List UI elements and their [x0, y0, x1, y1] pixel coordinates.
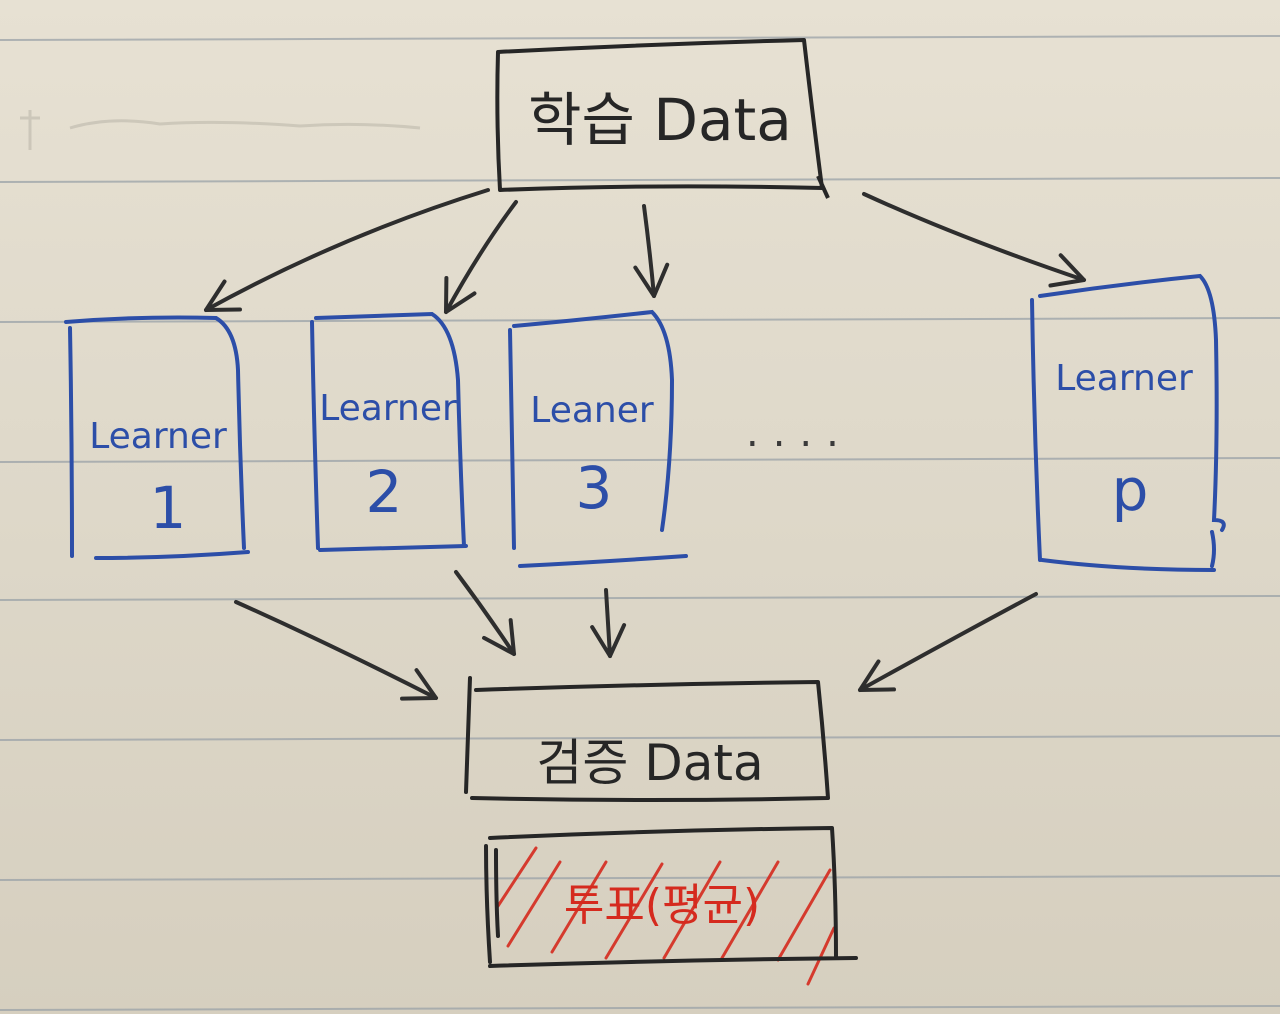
- arrow-from-learner-p: [858, 592, 1038, 692]
- arrow-to-learner-p: [862, 192, 1086, 288]
- learner-2-label: Learner: [319, 388, 457, 429]
- learner-3-index: 3: [576, 454, 613, 522]
- rule-line: [0, 875, 1280, 881]
- rule-line: [0, 35, 1280, 41]
- learner-3-label: Leaner: [530, 390, 654, 431]
- bleed-through-marks: [20, 110, 421, 150]
- learner-3-outline: [508, 309, 688, 568]
- rule-line: [0, 595, 1280, 601]
- rule-line: [0, 735, 1280, 741]
- learner-2-box: Learner 2: [310, 311, 468, 552]
- arrow-from-learner-1: [234, 600, 438, 701]
- ellipsis-dots: ....: [746, 410, 853, 456]
- learner-p-box: Learner p: [1030, 273, 1226, 572]
- result-box-outline: [484, 826, 858, 968]
- learner-p-index: p: [1112, 456, 1149, 524]
- learner-1-index: 1: [150, 474, 187, 542]
- result-box: 투표(평균): [484, 826, 858, 986]
- validation-data-box: 검증 Data: [464, 676, 830, 802]
- output-arrows: [234, 570, 1038, 701]
- ruled-lines: [0, 35, 1280, 1011]
- arrow-from-learner-3: [590, 588, 627, 658]
- rule-line: [0, 457, 1280, 463]
- learner-2-outline: [310, 311, 468, 552]
- arrow-to-learner-1: [204, 188, 490, 312]
- learner-2-index: 2: [366, 458, 403, 526]
- rule-line: [0, 177, 1280, 183]
- learner-p-outline: [1030, 273, 1226, 572]
- training-data-label: 학습 Data: [528, 86, 792, 154]
- validation-data-label: 검증 Data: [536, 734, 763, 792]
- learner-1-label: Learner: [89, 416, 227, 457]
- learner-1-outline: [64, 315, 250, 560]
- arrow-to-learner-3: [633, 204, 670, 298]
- training-data-box: 학습 Data: [495, 38, 830, 199]
- result-label: 투표(평균): [564, 880, 760, 931]
- arrow-to-learner-2: [444, 200, 518, 314]
- learner-1-box: Learner 1: [64, 315, 250, 560]
- learner-p-label: Learner: [1055, 358, 1193, 399]
- red-hatching: [496, 846, 836, 986]
- input-arrows: [204, 188, 1086, 314]
- rule-line: [0, 317, 1280, 323]
- learner-3-box: Leaner 3: [508, 309, 688, 568]
- rule-line: [0, 1005, 1280, 1011]
- validation-box-outline: [464, 676, 830, 802]
- arrow-from-learner-2: [454, 570, 516, 656]
